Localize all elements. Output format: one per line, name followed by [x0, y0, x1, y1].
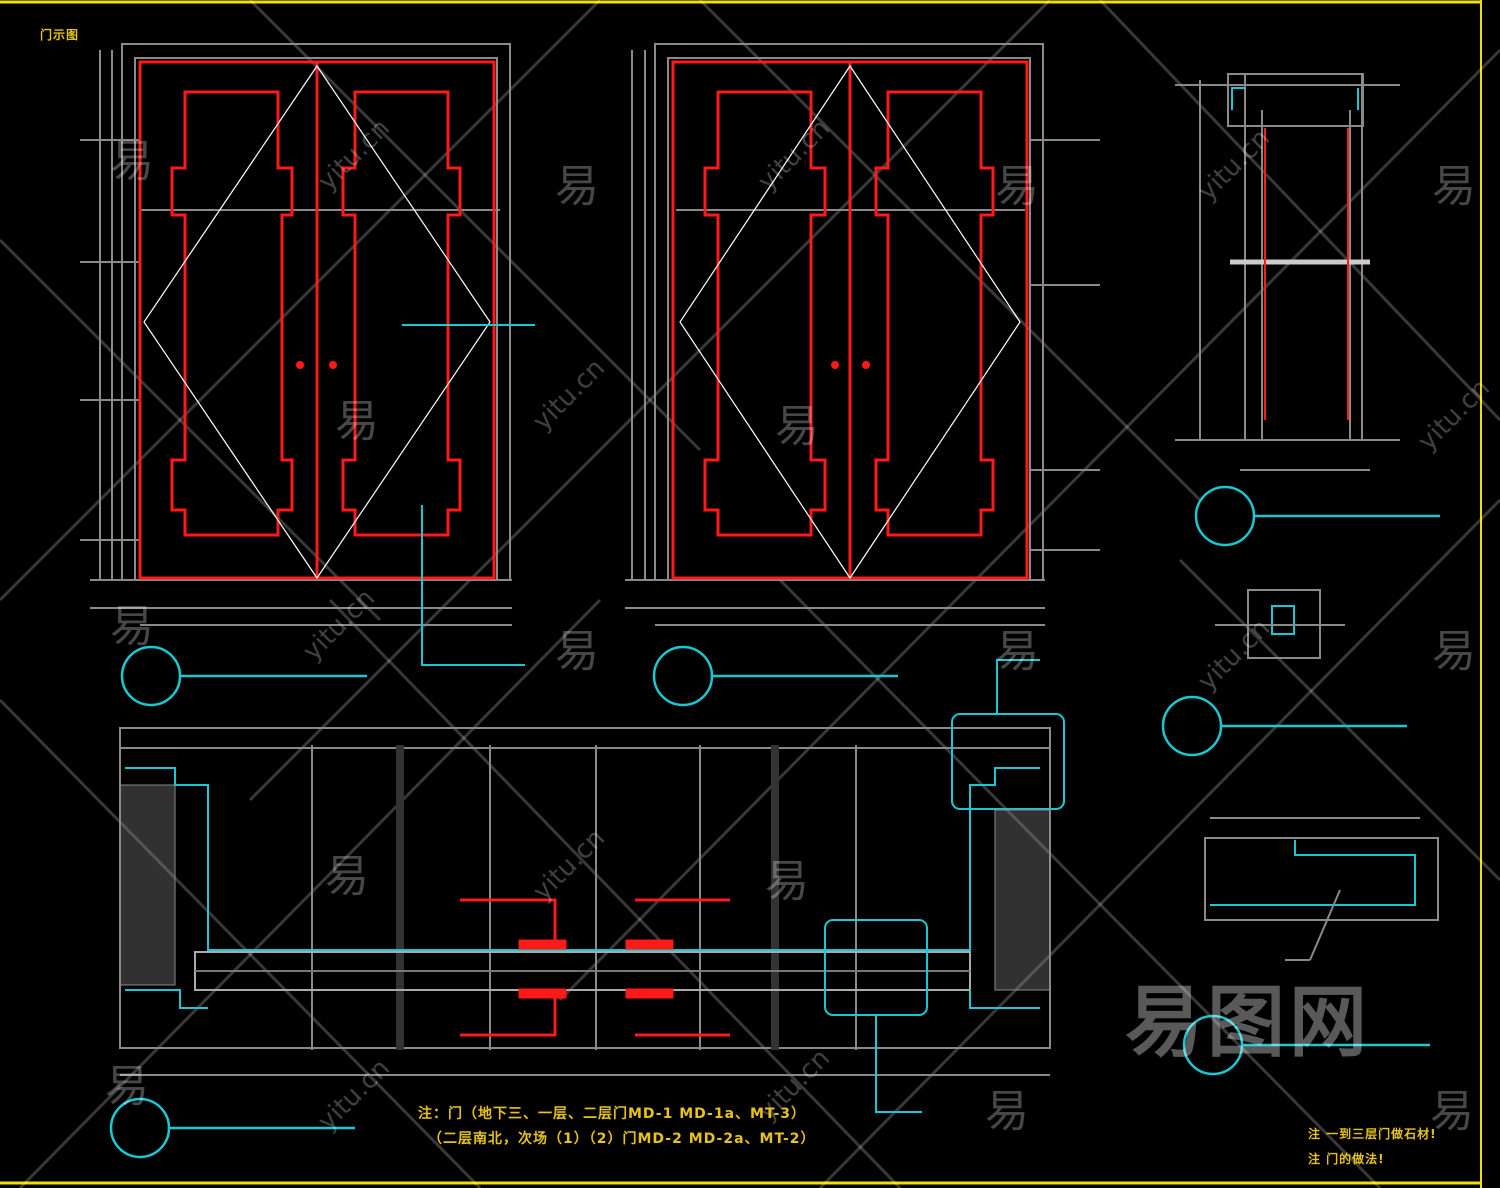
door-plan-section	[119, 659, 1065, 1113]
door-elevation-2	[625, 43, 1100, 626]
note-line-1: 注：门（地下三、一层、二层门MD-1 MD-1a、MT-3）	[418, 1106, 807, 1122]
watermark-logo: 易图网	[1125, 978, 1372, 1068]
door-side-section	[1175, 73, 1400, 471]
threshold-detail	[1204, 817, 1439, 961]
remark-line-2: 注 门的做法!	[1308, 1152, 1385, 1166]
drawing-title-label: 门示图	[40, 28, 80, 42]
note-line-2: （二层南北，次场（1）（2）门MD-2 MD-2a、MT-2）	[428, 1131, 816, 1147]
remark-line-1: 注 一到三层门做石材!	[1308, 1127, 1437, 1141]
small-detail	[1215, 589, 1345, 659]
door-elevation-1	[80, 43, 535, 666]
callout-markers	[109, 485, 1440, 1159]
